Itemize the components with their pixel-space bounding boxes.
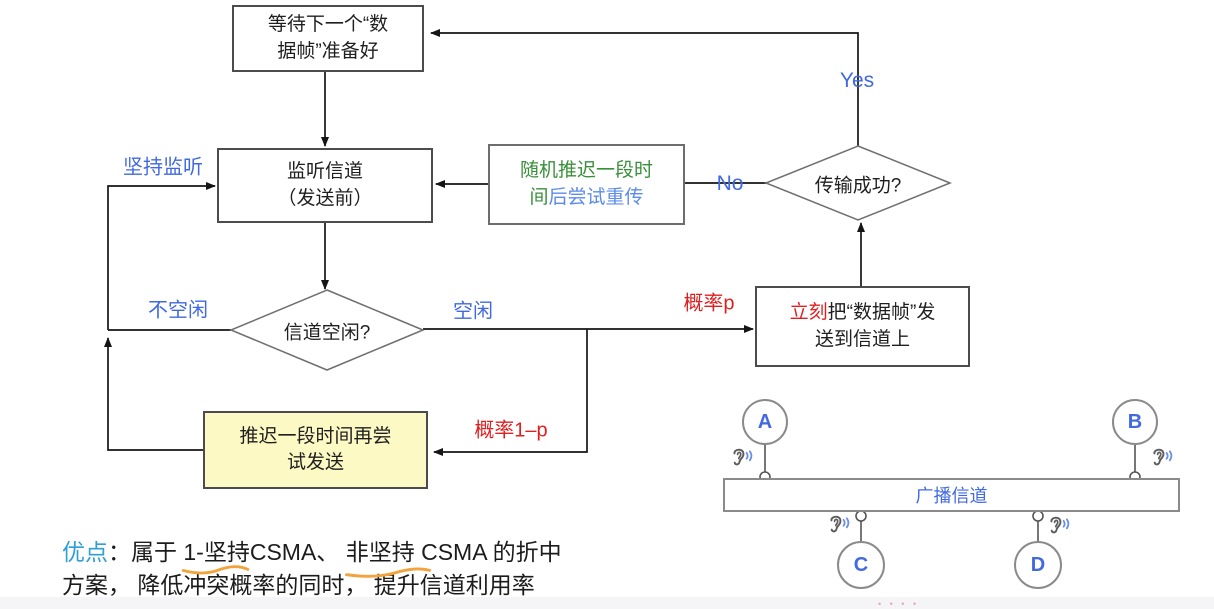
listen-box-line2: （发送前） [277,187,373,209]
edge-label-prob-p: 概率p [683,292,735,315]
edge-label-no: No [716,172,744,195]
flow-box-send-immediately: 立刻把“数据帧”发 送到信道上 [755,286,970,367]
video-bottom-strip [0,597,1214,609]
arrow-prob1p-to-defer [433,329,588,456]
node-d-label: D [1030,553,1046,576]
arrow-yes-to-wait [430,29,859,146]
arrow-defer-loop-up [104,337,203,451]
decision-transmit-success-shape [763,145,953,221]
defer-box-line2: 试发送 [286,452,344,473]
arrow-persist-listen [107,182,216,330]
listen-box-line1: 监听信道 [286,161,363,183]
flow-box-wait-frame: 等待下一个“数 据帧”准备好 [232,5,424,72]
ear-icon [830,515,850,533]
defer-box-line1: 推迟一段时间再尝 [239,425,392,447]
flow-box-random-defer: 随机推迟一段时 间后尝试重传 [488,144,685,225]
flow-box-listen-channel: 监听信道 （发送前） [217,148,433,223]
note-seg1: 属于 [131,539,184,565]
ear-icon [733,448,753,466]
pen-underline-1: 1-坚持 [182,536,250,575]
send-box-line1-rest: 把“数据帧”发 [827,302,936,324]
decision-transmit-success-label: 传输成功? [814,175,902,197]
broadcast-channel-bar: 广播信道 [723,478,1180,512]
flow-arrows [104,29,865,456]
random-box-line1: 随机推迟一段时 [519,160,653,182]
node-c-label: C [853,553,869,576]
network-node-c: C [837,541,885,589]
flow-box-defer-retry: 推迟一段时间再尝 试发送 [203,411,428,489]
edge-label-yes: Yes [839,69,875,92]
ear-icon [1050,516,1070,534]
random-box-line2-blue: 后尝试重传 [548,186,644,208]
pen-underline-2: 非坚持 [344,536,431,578]
note-highlight: 优点 [62,539,108,565]
node-a-label: A [757,410,773,433]
random-box-line2-green: 间 [529,186,549,208]
edge-label-idle: 空闲 [453,300,493,323]
edge-label-prob-1-minus-p: 概率1–p [474,419,548,442]
network-node-a: A [742,399,788,445]
note-seg2: CSMA、 [249,539,346,565]
edge-label-persist-listen: 坚持监听 [123,156,203,179]
tap-node-d [1032,510,1044,522]
send-box-line2: 送到信道上 [814,328,910,350]
note-seg3: CSMA 的折中 [414,539,562,565]
note-colon: ： [108,539,131,565]
wait-box-line1: 等待下一个“数 [267,14,389,36]
ear-icon [1153,448,1173,466]
node-b-label: B [1127,410,1143,433]
tap-node-c [855,510,867,522]
note-underline2-text: 非坚持 [345,539,415,565]
note-underline1-text: 1-坚持 [183,539,250,565]
edge-label-not-idle: 不空闲 [148,299,208,322]
network-node-b: B [1112,399,1158,445]
wait-box-line2: 据帧”准备好 [277,40,379,62]
broadcast-channel-label: 广播信道 [915,486,988,506]
note-line2: 方案， 降低冲突概率的同时， 提升信道利用率 [62,571,535,598]
video-progress-dots: • • • • [878,599,920,609]
decision-channel-idle-shape [229,289,425,371]
network-node-d: D [1014,541,1062,589]
send-box-red: 立刻 [789,302,828,324]
decision-channel-idle-label: 信道空闲? [283,322,371,344]
